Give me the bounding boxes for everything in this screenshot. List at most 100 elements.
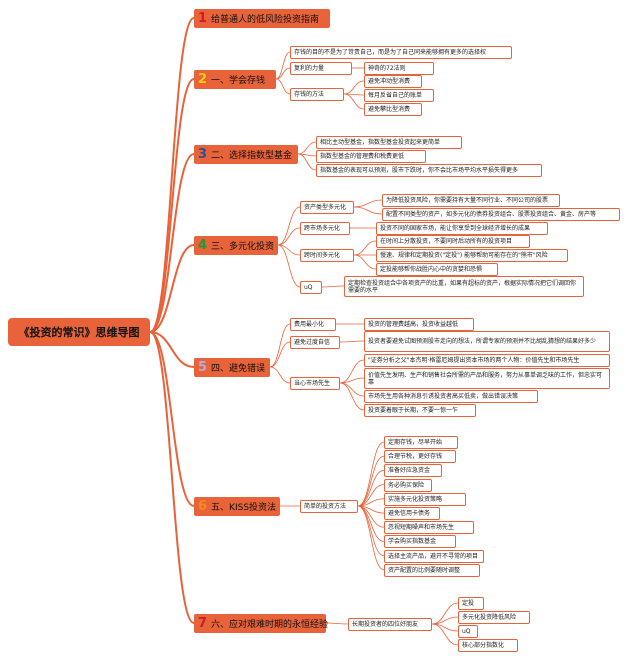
connector: [149, 331, 195, 368]
b7-item[interactable]: uQ: [458, 625, 478, 638]
b7-item[interactable]: 核心部分指数化: [458, 639, 518, 652]
b7-four-friends[interactable]: 长期投资者的四位好朋友: [348, 618, 432, 631]
b4-asset-types[interactable]: 配置不同类型的资产，如多元化的债券投资组合、股票投资组合、黄金、房产等: [382, 208, 620, 221]
b6-item[interactable]: 实施多元化投资策略: [384, 492, 466, 506]
b2-review-bills[interactable]: 每月反省自己的账单: [364, 89, 434, 102]
b6-item[interactable]: 资产配置的比例要随时调整: [384, 563, 480, 577]
b7-item[interactable]: 定投: [458, 597, 484, 610]
b2-avoid-impulse[interactable]: 避免冲动型消费: [364, 75, 422, 88]
connector: [339, 359, 365, 384]
connector: [277, 206, 301, 246]
b2-saving-methods[interactable]: 存钱的方法: [290, 88, 344, 101]
connector: [353, 254, 377, 270]
root-node[interactable]: 《投资的常识》思维导图: [8, 318, 150, 346]
branch-1-label: 给普通人的低风险投资指南: [211, 15, 320, 25]
branch-3-label: 二、选择指数型基金: [211, 151, 293, 161]
b3-lower-fees[interactable]: 指数型基金的管理费和税费更低: [316, 150, 426, 163]
b6-item[interactable]: 定期存钱，尽早开始: [384, 436, 458, 449]
b2-avoid-comparison[interactable]: 避免攀比型消费: [364, 103, 422, 116]
b5-graham[interactable]: "证券分析之父"本杰明·格雷厄姆提出资本市场的两个人物：价值先生和市场先生: [364, 354, 610, 367]
connector: [339, 382, 365, 397]
connector: [297, 153, 317, 171]
branch-6-label: 五、KISS投资法: [211, 503, 277, 513]
b4-rebalance[interactable]: 定期检查投资组合中各项资产的比重，如果有超标的资产，根据实际情况把它们调回你需要…: [344, 276, 584, 297]
connector: [325, 622, 349, 625]
connector: [353, 240, 377, 256]
b6-item[interactable]: 选择主流产品，避开不寻常的项目: [384, 549, 484, 563]
b6-item[interactable]: 忽视短期噪声和市场先生: [384, 521, 474, 535]
connector: [277, 244, 301, 288]
connector: [275, 78, 291, 95]
connector: [339, 382, 365, 411]
branch-2-label: 一、学会存钱: [211, 76, 266, 86]
b4-many-stocks[interactable]: 为降低投资风险，你需要持有大量不同行业、不同公司的股票: [382, 194, 560, 207]
connector: [357, 470, 385, 507]
b6-simple-method[interactable]: 简单的投资方法: [300, 500, 358, 513]
b2-rule-72[interactable]: 神奇的72法则: [364, 62, 434, 75]
connector: [353, 199, 383, 208]
b6-item[interactable]: 务必购买保险: [384, 478, 432, 492]
connector: [297, 141, 317, 155]
connector: [277, 244, 301, 256]
branch-7-label: 六、应对艰难时期的永恒经验: [211, 620, 329, 630]
connector: [149, 331, 195, 507]
connector: [431, 602, 459, 625]
connector: [269, 323, 291, 368]
b4-regular-invest[interactable]: 慢速、规律和定期投资("定投") 能够帮助可能存在的"熊市"风险: [376, 249, 568, 262]
connector: [275, 67, 291, 80]
b4-spread-time[interactable]: 在时间上分散投资，不要同时后动所有的投资项目: [376, 235, 530, 248]
branch-1-number: 1: [198, 11, 208, 26]
branch-6-number: 6: [198, 499, 208, 514]
connector: [277, 227, 301, 246]
b5-long-term[interactable]: 投资要着眼于长期，不要一惊一乍: [364, 404, 476, 417]
b5-fees-returns[interactable]: 投资的管理费越高，投资收益越低: [364, 318, 474, 331]
b3-predictable[interactable]: 指数基金的表现可以预测，股市下跌时，你不会比市场平均水平损失得更多: [316, 164, 542, 177]
b5-no-prediction[interactable]: 投资者要避免试图预测股市走向的想法，所谓专家的预测并不比胡乱猜想的结果好多少: [364, 331, 610, 352]
branch-6[interactable]: 6 五、KISS投资法: [194, 497, 280, 516]
b5-mr-market[interactable]: 当心市场先生: [290, 377, 340, 390]
branch-4[interactable]: 4 三、多元化投资: [194, 236, 278, 255]
branch-5-label: 四、避免错误: [211, 364, 266, 374]
connector: [357, 505, 385, 571]
connector: [431, 623, 459, 646]
b5-mr-value[interactable]: 价值先生发明、生产和销售社会所需的产品和服务，努力从事单调乏味的工作，但忠实可靠: [364, 368, 610, 389]
branch-3-number: 3: [198, 147, 208, 162]
branch-7[interactable]: 7 六、应对艰难时期的永恒经验: [194, 614, 329, 633]
b4-asset-diversification[interactable]: 资产类型多元化: [300, 201, 354, 214]
b4-uq[interactable]: uQ: [300, 281, 322, 294]
b6-item[interactable]: 学会购买指数基金: [384, 535, 456, 549]
connector: [357, 505, 385, 556]
b5-avoid-overconfidence[interactable]: 避免过度自信: [290, 336, 340, 349]
branch-5-number: 5: [198, 360, 208, 375]
b4-beat-fear[interactable]: 定投能够帮你战胜内心中的贪婪和恐惧: [376, 263, 498, 276]
b7-item[interactable]: 多元化投资降低风险: [458, 611, 530, 624]
connector: [357, 484, 385, 507]
b6-item[interactable]: 合理节税，更好存钱: [384, 450, 456, 464]
branch-1[interactable]: 1 给普通人的低风险投资指南: [194, 9, 330, 28]
root-label: 《投资的常识》思维导图: [18, 326, 140, 339]
connector: [269, 341, 291, 368]
branch-3[interactable]: 3 二、选择指数型基金: [194, 145, 298, 164]
branch-4-label: 三、多元化投资: [211, 242, 275, 252]
b4-market-diversification[interactable]: 跨市场多元化: [300, 222, 350, 235]
branch-2[interactable]: 2 一、学会存钱: [194, 70, 276, 89]
connector: [149, 78, 195, 333]
b5-mr-market-lure[interactable]: 市场先生用各种消息引诱投资者高买低卖，做出错误决策: [364, 390, 538, 403]
b2-purpose[interactable]: 存钱的目的不是为了苛责自己，而是为了自己同来能够拥有更多的选择权: [290, 46, 512, 59]
b6-item[interactable]: 避免信用卡债务: [384, 507, 440, 520]
connector: [149, 153, 195, 333]
branch-2-number: 2: [198, 72, 208, 87]
b4-time-diversification[interactable]: 跨时间多元化: [300, 249, 354, 262]
connector: [149, 331, 195, 624]
b2-compound-power[interactable]: 复利的力量: [290, 62, 352, 75]
b6-item[interactable]: 准备好应急资金: [384, 464, 442, 478]
connector: [357, 441, 385, 507]
connector: [269, 366, 291, 384]
b4-global-growth[interactable]: 投资不同的国家市场，能让你享受到全球经济增长的成果: [376, 222, 548, 235]
b3-simpler[interactable]: 相比主动型基金，指数型基金投资起来更简单: [316, 136, 462, 149]
b5-minimize-fees[interactable]: 费用最小化: [290, 318, 336, 331]
branch-5[interactable]: 5 四、避免错误: [194, 358, 270, 377]
connector: [343, 80, 365, 95]
